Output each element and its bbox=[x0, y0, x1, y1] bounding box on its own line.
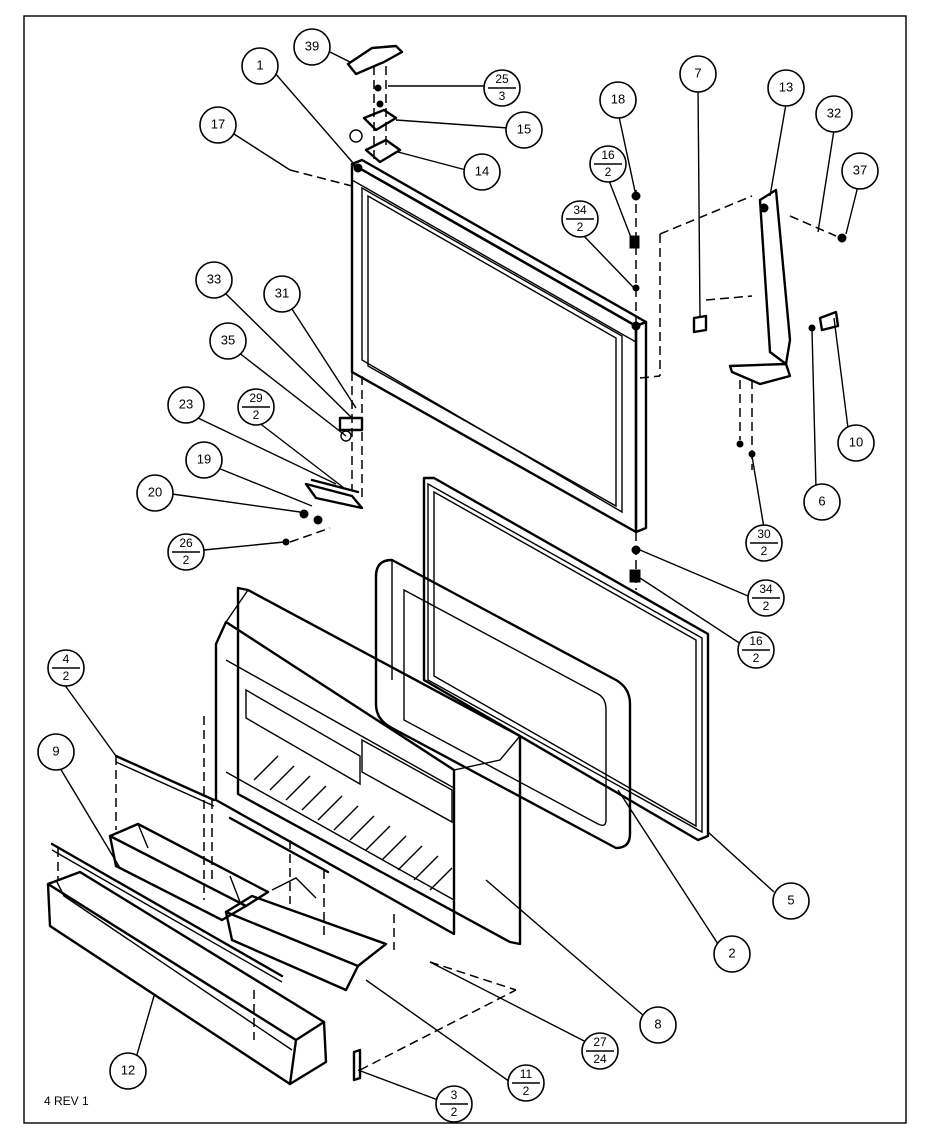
svg-text:29: 29 bbox=[249, 391, 263, 405]
wide-bottom-bin bbox=[46, 842, 362, 1086]
callout-35: 35 bbox=[209, 322, 247, 360]
callout-layer: 1 39 15 14 17 18 7 13 32 37 10 6 33 31 3… bbox=[37, 28, 879, 1090]
callout-30-2: 302 bbox=[745, 524, 783, 562]
svg-text:12: 12 bbox=[121, 1062, 135, 1077]
callout-6: 6 bbox=[803, 483, 841, 521]
handle-bracket bbox=[639, 188, 847, 470]
svg-text:2: 2 bbox=[761, 544, 768, 558]
callout-3-2: 32 bbox=[435, 1085, 473, 1123]
svg-text:13: 13 bbox=[779, 79, 793, 94]
callout-32: 32 bbox=[815, 95, 853, 133]
svg-text:24: 24 bbox=[593, 1052, 607, 1066]
svg-text:32: 32 bbox=[827, 105, 841, 120]
svg-text:11: 11 bbox=[520, 1067, 533, 1081]
callout-26-2: 262 bbox=[167, 533, 205, 571]
svg-text:15: 15 bbox=[517, 121, 531, 136]
svg-text:23: 23 bbox=[179, 396, 193, 411]
svg-text:37: 37 bbox=[853, 162, 867, 177]
page-border bbox=[23, 15, 907, 1124]
svg-text:10: 10 bbox=[849, 434, 863, 449]
callout-11-2: 112 bbox=[507, 1064, 545, 1102]
svg-text:2: 2 bbox=[728, 945, 735, 960]
callout-18: 18 bbox=[599, 81, 637, 119]
svg-text:7: 7 bbox=[694, 65, 701, 80]
callout-5: 5 bbox=[772, 882, 810, 920]
callout-13: 13 bbox=[767, 69, 805, 107]
callout-23: 23 bbox=[167, 386, 205, 424]
door-gasket bbox=[422, 476, 710, 842]
svg-text:25: 25 bbox=[495, 72, 509, 86]
callout-1: 1 bbox=[241, 47, 279, 85]
svg-text:17: 17 bbox=[211, 116, 225, 131]
door-panel bbox=[350, 158, 648, 534]
callout-34-2-lower: 342 bbox=[747, 579, 785, 617]
svg-text:16: 16 bbox=[601, 148, 615, 162]
svg-text:8: 8 bbox=[654, 1016, 661, 1031]
svg-text:9: 9 bbox=[52, 743, 59, 758]
callout-10: 10 bbox=[837, 424, 875, 462]
svg-text:31: 31 bbox=[275, 285, 289, 300]
svg-text:6: 6 bbox=[818, 493, 825, 508]
revision-label: 4 REV 1 bbox=[44, 1094, 89, 1108]
svg-text:2: 2 bbox=[605, 165, 612, 179]
svg-text:2: 2 bbox=[763, 599, 770, 613]
lower-right-bin bbox=[224, 816, 388, 992]
svg-text:2: 2 bbox=[253, 408, 260, 422]
svg-text:18: 18 bbox=[611, 91, 625, 106]
svg-text:30: 30 bbox=[757, 527, 771, 541]
svg-text:2: 2 bbox=[753, 651, 760, 665]
upper-door-bin bbox=[108, 754, 270, 922]
svg-text:4: 4 bbox=[63, 652, 70, 666]
bottom-hinge-assembly bbox=[282, 372, 364, 546]
fraction-callout-layer: 253 162 342 292 262 302 342 162 42 2724 … bbox=[47, 69, 785, 1123]
svg-text:34: 34 bbox=[573, 203, 587, 217]
inner-door-shell bbox=[214, 586, 522, 946]
svg-text:35: 35 bbox=[221, 332, 235, 347]
svg-text:3: 3 bbox=[499, 89, 506, 103]
callout-4-2: 42 bbox=[47, 649, 85, 687]
svg-text:2: 2 bbox=[577, 220, 584, 234]
svg-text:1: 1 bbox=[256, 57, 263, 72]
svg-text:27: 27 bbox=[593, 1035, 607, 1049]
callout-9: 9 bbox=[37, 733, 75, 771]
svg-text:39: 39 bbox=[305, 38, 319, 53]
callout-29-2: 292 bbox=[237, 388, 275, 426]
callout-17: 17 bbox=[199, 106, 237, 144]
callout-39: 39 bbox=[293, 28, 331, 66]
svg-text:26: 26 bbox=[179, 536, 193, 550]
callout-7: 7 bbox=[679, 55, 717, 93]
callout-20: 20 bbox=[136, 474, 174, 512]
svg-text:2: 2 bbox=[523, 1084, 530, 1098]
svg-text:20: 20 bbox=[148, 484, 162, 499]
callout-12: 12 bbox=[109, 1052, 147, 1090]
svg-text:19: 19 bbox=[197, 451, 211, 466]
svg-text:5: 5 bbox=[787, 892, 794, 907]
svg-text:2: 2 bbox=[451, 1105, 458, 1119]
svg-text:2: 2 bbox=[63, 669, 70, 683]
callout-15: 15 bbox=[505, 111, 543, 149]
callout-16-2-upper: 162 bbox=[589, 145, 627, 183]
callout-34-2-upper: 342 bbox=[561, 200, 599, 238]
top-hinge-assembly bbox=[289, 44, 404, 187]
svg-text:16: 16 bbox=[749, 634, 763, 648]
callout-37: 37 bbox=[841, 152, 879, 190]
callout-14: 14 bbox=[463, 153, 501, 191]
leader-lines bbox=[59, 51, 859, 1101]
callout-33: 33 bbox=[195, 261, 233, 299]
callout-2: 2 bbox=[713, 935, 751, 973]
projection-lines bbox=[57, 716, 517, 1071]
svg-text:14: 14 bbox=[475, 163, 489, 178]
callout-8: 8 bbox=[639, 1006, 677, 1044]
callout-25-3: 253 bbox=[483, 69, 521, 107]
svg-text:2: 2 bbox=[183, 553, 190, 567]
callout-16-2-lower: 162 bbox=[737, 631, 775, 669]
callout-31: 31 bbox=[263, 275, 301, 313]
svg-text:33: 33 bbox=[207, 271, 221, 286]
svg-text:3: 3 bbox=[451, 1088, 458, 1102]
callout-19: 19 bbox=[185, 441, 223, 479]
door-liner-frame bbox=[374, 558, 632, 850]
svg-text:34: 34 bbox=[759, 582, 773, 596]
